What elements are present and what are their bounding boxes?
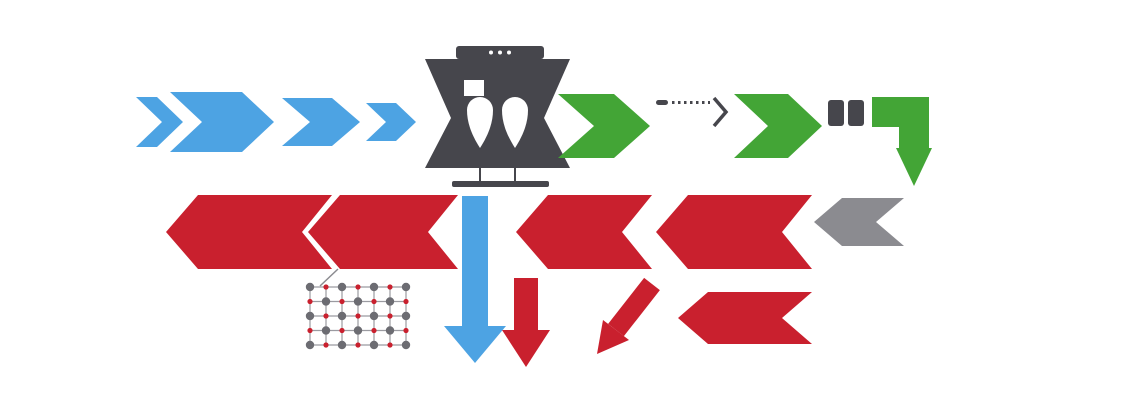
lattice-atom — [337, 340, 347, 350]
red-bottom-left-arrow-icon — [678, 292, 812, 344]
lattice-dopant-atom — [387, 284, 393, 290]
red-left-arrow-1-icon — [166, 195, 332, 269]
lattice-atom — [305, 340, 315, 350]
blue-down-arrow-head — [444, 326, 506, 363]
furnace-body — [425, 59, 570, 168]
crucible-droplet-icon — [467, 97, 493, 148]
lattice-dopant-atom — [339, 327, 345, 334]
lattice-dopant-atom — [339, 298, 345, 305]
lattice-atom — [401, 340, 411, 350]
lattice-atom — [401, 282, 411, 292]
blue-chevron-fragment-icon — [136, 97, 183, 147]
transfer-flow-arrows — [558, 94, 932, 186]
lattice-atom — [337, 282, 347, 292]
lattice-atom — [337, 311, 347, 321]
lattice-dopant-atom — [403, 298, 409, 305]
furnace-base-bar — [452, 181, 549, 187]
lattice-atom — [353, 326, 363, 335]
lattice-dopant-atom — [387, 313, 393, 319]
furnace-indicator-dot — [507, 50, 511, 55]
red-left-arrow-2-icon — [308, 195, 458, 269]
lattice-atom — [369, 340, 379, 350]
lattice-atom — [305, 282, 315, 292]
red-diagonal-arrow-shaft — [608, 277, 660, 337]
gray-left-arrow-icon — [814, 198, 904, 246]
lattice-dopant-atom — [355, 284, 361, 290]
lattice-dopant-atom — [323, 284, 329, 290]
blue-arrow-2-icon — [282, 98, 360, 146]
red-diagonal-arrow-head — [597, 320, 629, 354]
sintered-pellet-icon — [828, 100, 844, 126]
lattice-dopant-atom — [403, 327, 409, 334]
lattice-dopant-atom — [355, 342, 361, 348]
lattice-atom — [385, 326, 395, 335]
blue-arrow-1-icon — [170, 92, 274, 152]
small-chevron-icon — [712, 96, 729, 128]
red-return-flow-arrows — [166, 195, 812, 269]
blue-arrow-3-icon — [366, 103, 416, 141]
callout-line — [319, 268, 339, 287]
lattice-dopant-atom — [323, 313, 329, 319]
furnace-indicator-dot — [498, 50, 502, 55]
lattice-atom — [353, 297, 363, 306]
lattice-atom — [321, 297, 331, 306]
lattice-dopant-atom — [307, 298, 313, 305]
furnace-icon — [425, 46, 570, 187]
blue-down-arrow-shaft — [462, 196, 488, 328]
crucible-droplet-icon — [502, 97, 528, 148]
green-elbow-arrowhead — [896, 148, 932, 186]
furnace-indicator-dot — [489, 50, 493, 55]
lattice-atom — [401, 311, 411, 321]
lattice-dopant-atom — [355, 313, 361, 319]
output-arrows — [444, 196, 812, 367]
pellet-dash-icon — [656, 100, 668, 105]
crystal-lattice — [305, 282, 411, 350]
red-left-arrow-4-icon — [656, 195, 812, 269]
green-elbow-down-arrow-icon — [872, 97, 929, 148]
lattice-atom — [305, 311, 315, 321]
lattice-atom — [385, 297, 395, 306]
lattice-dopant-atom — [307, 327, 313, 334]
lattice-dopant-atom — [387, 342, 393, 348]
lattice-dopant-atom — [323, 342, 329, 348]
lattice-dopant-atom — [371, 327, 377, 334]
red-down-arrow-shaft — [514, 278, 538, 332]
sintered-pellet-icon — [848, 100, 864, 126]
red-down-arrow-head — [502, 330, 550, 367]
green-arrow-1-icon — [558, 94, 650, 158]
input-flow-arrows — [136, 92, 416, 152]
lattice-atom — [369, 282, 379, 292]
red-left-arrow-3-icon — [516, 195, 652, 269]
green-arrow-2-icon — [734, 94, 822, 158]
lattice-atom — [321, 326, 331, 335]
lattice-atom — [369, 311, 379, 321]
lattice-dopant-atom — [371, 298, 377, 305]
furnace-sample-window — [464, 80, 484, 96]
